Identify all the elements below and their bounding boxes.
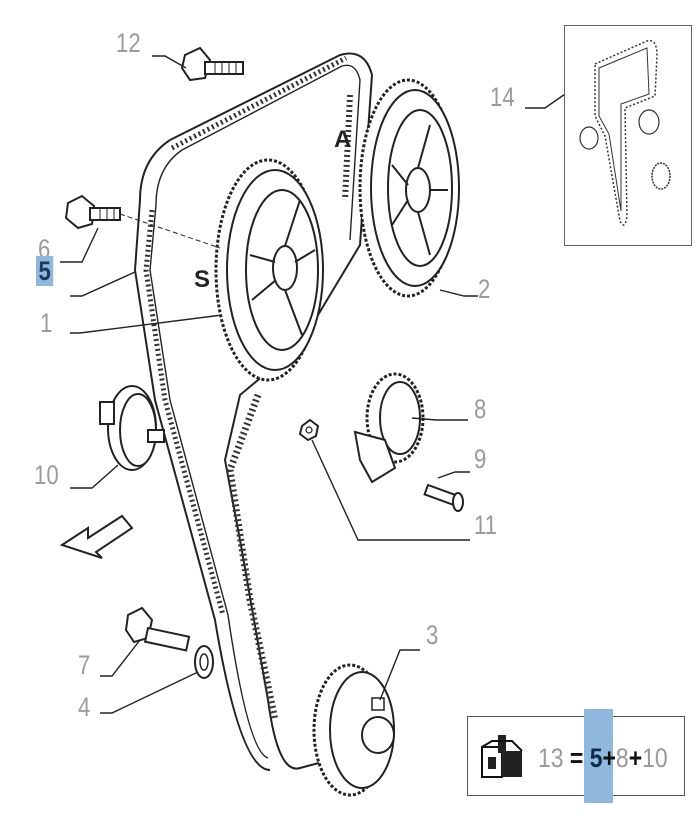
inset-drawing	[579, 39, 671, 226]
pulley-s	[214, 158, 324, 382]
kit-composition-box: 13 = 5+8+10	[467, 709, 685, 803]
crank-pulley-3	[312, 663, 395, 797]
inset-belt-kit-view	[564, 25, 692, 246]
kit-formula: 13 = 5+8+10	[538, 743, 668, 774]
callout-2: 2	[478, 274, 491, 304]
kit-plus-1: +	[602, 743, 616, 773]
bolt-7	[124, 606, 191, 652]
label-s: S	[194, 266, 211, 293]
kit-8: 8	[615, 743, 629, 773]
bolt-12	[180, 46, 244, 82]
parts-kit-icon	[481, 735, 523, 778]
callout-10: 10	[34, 460, 59, 490]
nut-11	[298, 418, 320, 442]
rotation-arrow-icon	[59, 514, 134, 559]
tensioner-10	[99, 385, 165, 471]
kit-equals: =	[569, 743, 584, 773]
kit-13: 13	[538, 743, 564, 773]
callout-6: 6	[38, 234, 51, 264]
callout-8: 8	[474, 394, 487, 424]
callout-1: 1	[40, 308, 53, 338]
kit-5: 5	[589, 743, 603, 773]
kit-highlight	[584, 709, 613, 803]
leader-lines	[60, 55, 569, 714]
callout-14: 14	[490, 82, 515, 112]
callout-11: 11	[474, 510, 497, 540]
label-a: A	[334, 126, 352, 153]
callout-9: 9	[474, 444, 487, 474]
idler-8	[353, 372, 425, 484]
timing-belt	[133, 52, 374, 771]
pulley-a	[358, 78, 460, 298]
callout-12: 12	[116, 28, 141, 58]
kit-plus-2: +	[628, 743, 643, 773]
callout-3: 3	[426, 620, 439, 650]
bolt-9	[423, 483, 464, 512]
callout-4: 4	[78, 692, 91, 722]
callout-5-highlight: 5	[36, 256, 54, 286]
bolt-6	[64, 194, 221, 249]
washer-4	[194, 645, 214, 679]
callout-7: 7	[78, 650, 91, 680]
callout-5: 5	[36, 256, 54, 286]
kit-10: 10	[642, 743, 668, 773]
